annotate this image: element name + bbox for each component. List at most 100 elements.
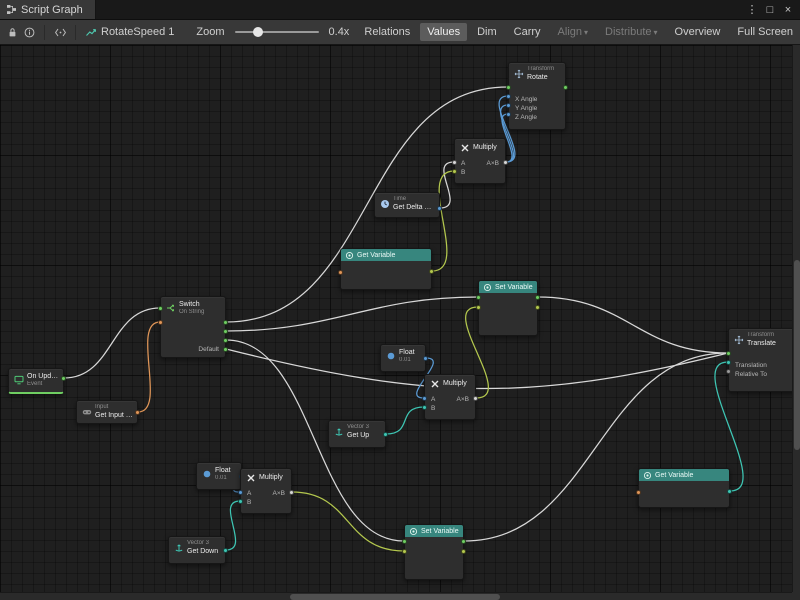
vertical-scrollbar-thumb[interactable] [794,260,800,450]
output-port[interactable] [461,549,466,554]
zoom-slider-thumb[interactable] [253,27,263,37]
node-title: Translate [747,339,776,348]
input-port[interactable] [452,169,457,174]
node-get-variable-rotate[interactable]: Get Variable [340,248,432,290]
input-port[interactable] [636,490,641,495]
graph-canvas[interactable]: On UpdateEventInputGet Input String Switc… [0,45,792,592]
input-port[interactable] [238,490,243,495]
node-multiply-top[interactable]: MultiplyAA×BB [454,138,506,184]
input-port[interactable] [476,305,481,310]
maximize-icon[interactable]: □ [761,2,779,18]
output-port[interactable] [223,347,228,352]
node-vector3-get-up[interactable]: Vector 3Get Up [328,420,386,448]
node-switch-on-string[interactable]: SwitchOn StringDefault [160,296,226,358]
input-port[interactable] [158,306,163,311]
output-port[interactable] [473,396,478,401]
tab-script-graph[interactable]: Script Graph [0,0,96,19]
node-multiply-mid[interactable]: MultiplyAA×BB [424,374,476,420]
input-port[interactable] [158,320,163,325]
output-port[interactable] [289,490,294,495]
dim-button[interactable]: Dim [470,23,504,41]
wire[interactable] [226,297,478,331]
node-rotate[interactable]: TransformRotateX AngleY AngleZ Angle [508,62,566,130]
input-port[interactable] [422,405,427,410]
output-port[interactable] [503,160,508,165]
input-port[interactable] [452,160,457,165]
node-float-bottom[interactable]: Float0.01 [196,462,242,490]
output-port[interactable] [223,548,228,553]
node-multiply-bottom[interactable]: MultiplyAA×BB [240,468,292,514]
wire[interactable] [432,171,454,271]
wire[interactable] [538,297,728,353]
carry-button[interactable]: Carry [507,23,548,41]
overview-button[interactable]: Overview [668,23,728,41]
output-port[interactable] [563,85,568,90]
input-port[interactable] [726,360,731,365]
input-port[interactable] [506,112,511,117]
node-vector3-get-down[interactable]: Vector 3Get Down [168,536,226,564]
node-get-variable-right[interactable]: Get Variable [638,468,730,508]
wire[interactable] [464,353,728,541]
input-port[interactable] [422,396,427,401]
node-translate[interactable]: TransformTranslateTranslationRelative To [728,328,792,392]
window-menu-icon[interactable]: ⋮ [743,2,761,18]
node-caption: On String [179,309,204,316]
node-head: Float0.01 [381,345,425,366]
output-port[interactable] [135,410,140,415]
input-port[interactable] [402,539,407,544]
distribute-dropdown[interactable]: Distribute▾ [598,23,664,41]
full-screen-button[interactable]: Full Screen [730,23,800,41]
node-on-update[interactable]: On UpdateEvent [8,368,64,394]
lock-icon[interactable] [5,25,19,39]
zoom-slider[interactable] [235,31,319,33]
input-port[interactable] [506,85,511,90]
port-row: AA×B [455,159,505,168]
output-port[interactable] [223,320,228,325]
input-port[interactable] [726,351,731,356]
info-icon[interactable] [22,25,36,39]
horizontal-scrollbar-thumb[interactable] [290,594,500,600]
node-set-variable-bottom[interactable]: Set Variable [404,524,464,580]
vardot-icon [409,527,418,536]
output-port[interactable] [223,329,228,334]
input-port[interactable] [338,270,343,275]
node-float-mid[interactable]: Float0.01 [380,344,426,372]
output-port[interactable] [223,338,228,343]
input-port[interactable] [506,94,511,99]
code-brackets-icon[interactable] [53,25,67,39]
input-port[interactable] [506,103,511,108]
port-label-left: Y Angle [515,105,537,112]
close-icon[interactable]: × [779,2,797,18]
node-set-variable-mid[interactable]: Set Variable [478,280,538,336]
wire[interactable] [292,492,404,551]
output-port[interactable] [535,295,540,300]
wire[interactable] [64,308,160,378]
output-port[interactable] [383,432,388,437]
vertical-scrollbar[interactable] [792,45,800,592]
wire[interactable] [226,349,728,389]
output-port[interactable] [437,206,442,211]
graph-name[interactable]: RotateSpeed 1 [101,26,174,38]
tab-bar: Script Graph ⋮ □ × [0,0,800,20]
node-get-input-string[interactable]: InputGet Input String [76,400,138,424]
input-port[interactable] [402,549,407,554]
output-port[interactable] [461,539,466,544]
input-port[interactable] [238,499,243,504]
output-port[interactable] [423,356,428,361]
values-button[interactable]: Values [420,23,467,41]
node-get-delta-time[interactable]: TimeGet Delta Time [374,192,440,218]
port-row [729,352,792,361]
horizontal-scrollbar[interactable] [0,592,792,600]
wire[interactable] [138,322,160,412]
output-port[interactable] [727,489,732,494]
output-port[interactable] [61,376,66,381]
input-port[interactable] [476,295,481,300]
output-port[interactable] [535,305,540,310]
output-port[interactable] [429,269,434,274]
align-dropdown[interactable]: Align▾ [551,23,595,41]
input-port[interactable] [726,369,731,374]
wire[interactable] [386,407,424,434]
wire[interactable] [226,501,240,550]
relations-button[interactable]: Relations [357,23,417,41]
node-head: Vector 3Get Up [329,421,385,442]
